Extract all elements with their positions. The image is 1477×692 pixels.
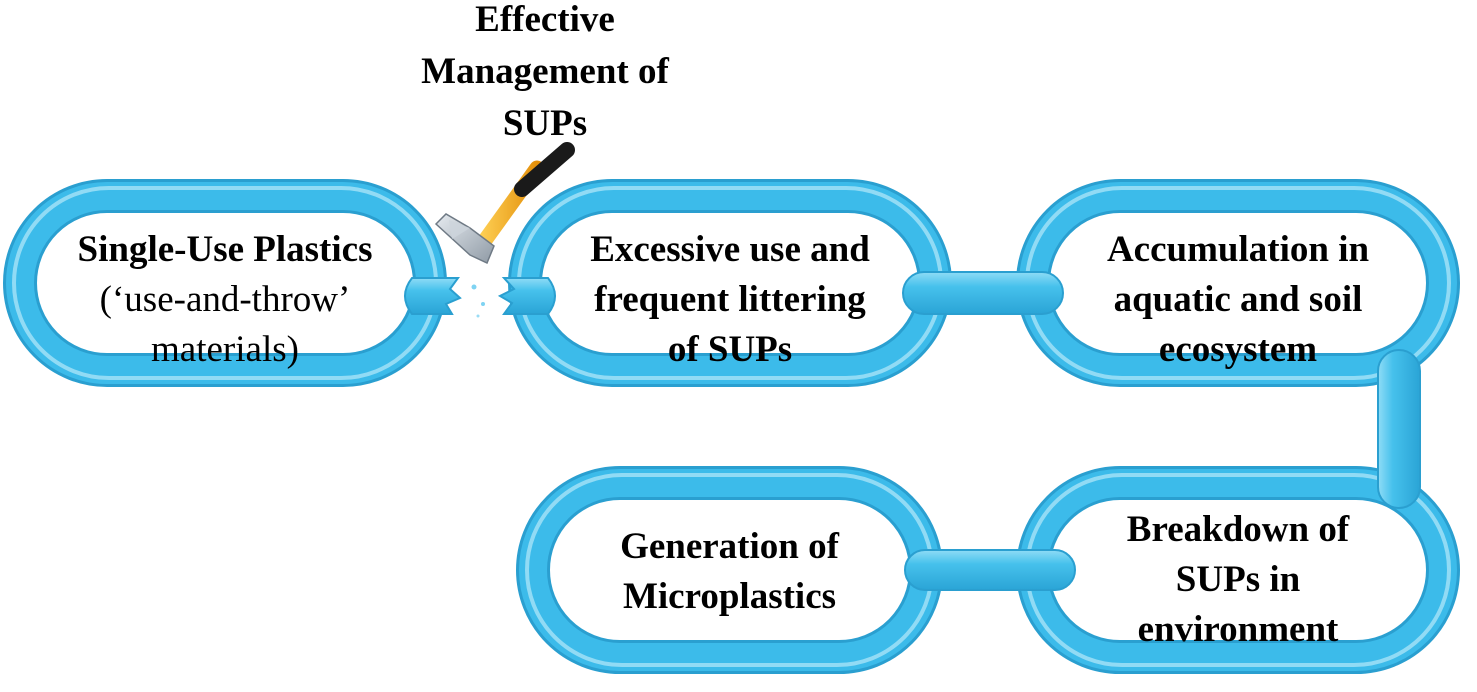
link-1-line-2: (‘use-and-throw’	[99, 279, 351, 320]
connector-excessive-accumulation	[902, 271, 1064, 315]
link-2-line-3: of SUPs	[667, 329, 793, 370]
link-3-line-3: ecosystem	[1158, 329, 1318, 370]
link-4-line-2: SUPs in	[1175, 559, 1301, 600]
link-3-line-2: aquatic and soil	[1113, 279, 1363, 320]
management-title: Effective Management of SUPs	[395, 0, 695, 150]
broken-link-icon	[404, 277, 556, 318]
link-text-microplastics: Generation of Microplastics	[543, 522, 916, 622]
link-4-line-1: Breakdown of	[1126, 509, 1350, 550]
hammer-icon	[434, 142, 575, 265]
link-1-line-3: materials)	[151, 329, 299, 370]
management-title-line-3: SUPs	[502, 103, 588, 144]
link-3-line-1: Accumulation in	[1106, 229, 1370, 270]
link-4-line-3: environment	[1137, 609, 1339, 650]
link-1-line-1: Single-Use Plastics	[77, 229, 373, 270]
management-title-line-1: Effective	[475, 0, 615, 40]
link-text-single-use-plastics: Single-Use Plastics (‘use-and-throw’ mat…	[30, 225, 420, 375]
management-title-line-2: Management of	[421, 51, 669, 92]
link-5-line-1: Generation of	[620, 526, 839, 567]
link-text-breakdown: Breakdown of SUPs in environment	[1043, 505, 1433, 655]
link-5-line-2: Microplastics	[622, 576, 837, 617]
link-text-accumulation: Accumulation in aquatic and soil ecosyst…	[1043, 225, 1433, 375]
link-2-line-2: frequent littering	[594, 279, 866, 320]
connector-microplastics-breakdown	[904, 549, 1076, 591]
link-text-excessive-use: Excessive use and frequent littering of …	[535, 225, 925, 375]
link-2-line-1: Excessive use and	[590, 229, 870, 270]
connector-accumulation-breakdown	[1377, 349, 1421, 509]
